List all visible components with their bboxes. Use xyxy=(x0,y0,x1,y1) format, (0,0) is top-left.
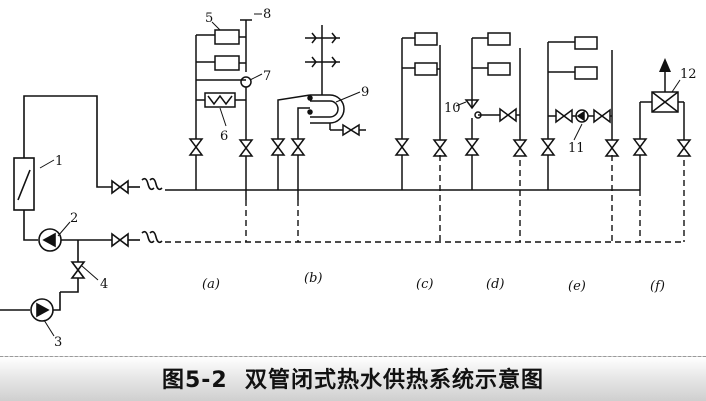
branch-a xyxy=(188,19,254,200)
sublabel-c: (c) xyxy=(416,277,433,292)
branch-c xyxy=(394,32,448,190)
label-8: 8 xyxy=(263,7,271,22)
label-10: 10 xyxy=(444,101,461,116)
outflow-arrow xyxy=(659,58,671,72)
label-5: 5 xyxy=(205,11,213,26)
sublabel-a: (a) xyxy=(202,277,220,292)
label-6: 6 xyxy=(220,129,228,144)
sublabel-e: (e) xyxy=(568,279,586,294)
sublabel-b: (b) xyxy=(304,271,322,286)
label-11: 11 xyxy=(568,141,585,156)
heating-system-diagram: 1 2 3 4 5 6 7 8 9 10 11 12 (a) (b) (c) (… xyxy=(0,7,697,350)
branch-e xyxy=(540,36,620,190)
caption-prefix: 图 xyxy=(161,368,185,393)
caption-title: 双管闭式热水供热系统示意图 xyxy=(245,368,545,393)
sublabel-f: (f) xyxy=(650,279,665,294)
label-2: 2 xyxy=(70,211,78,226)
label-1: 1 xyxy=(55,154,63,169)
radiator-5-lower xyxy=(214,55,240,71)
u-coil xyxy=(310,94,345,124)
label-4: 4 xyxy=(100,277,108,292)
label-7: 7 xyxy=(263,69,271,84)
boiler-supply-pipe xyxy=(23,95,112,188)
caption-number: 5-2 xyxy=(184,368,228,393)
branch-d xyxy=(464,32,528,190)
figure-caption: 图5-2 双管闭式热水供热系统示意图 xyxy=(0,362,706,394)
makeup-valve xyxy=(70,261,86,272)
sublabel-d: (d) xyxy=(486,277,504,292)
label-9: 9 xyxy=(361,85,369,100)
branch-b xyxy=(270,25,366,200)
radiator-5-upper xyxy=(214,29,240,45)
label-12: 12 xyxy=(680,67,697,82)
caption-bar xyxy=(0,356,706,401)
branch-f xyxy=(632,72,692,190)
label-3: 3 xyxy=(54,335,62,350)
meter-7 xyxy=(240,76,252,88)
boiler-return-pipe xyxy=(23,210,38,241)
